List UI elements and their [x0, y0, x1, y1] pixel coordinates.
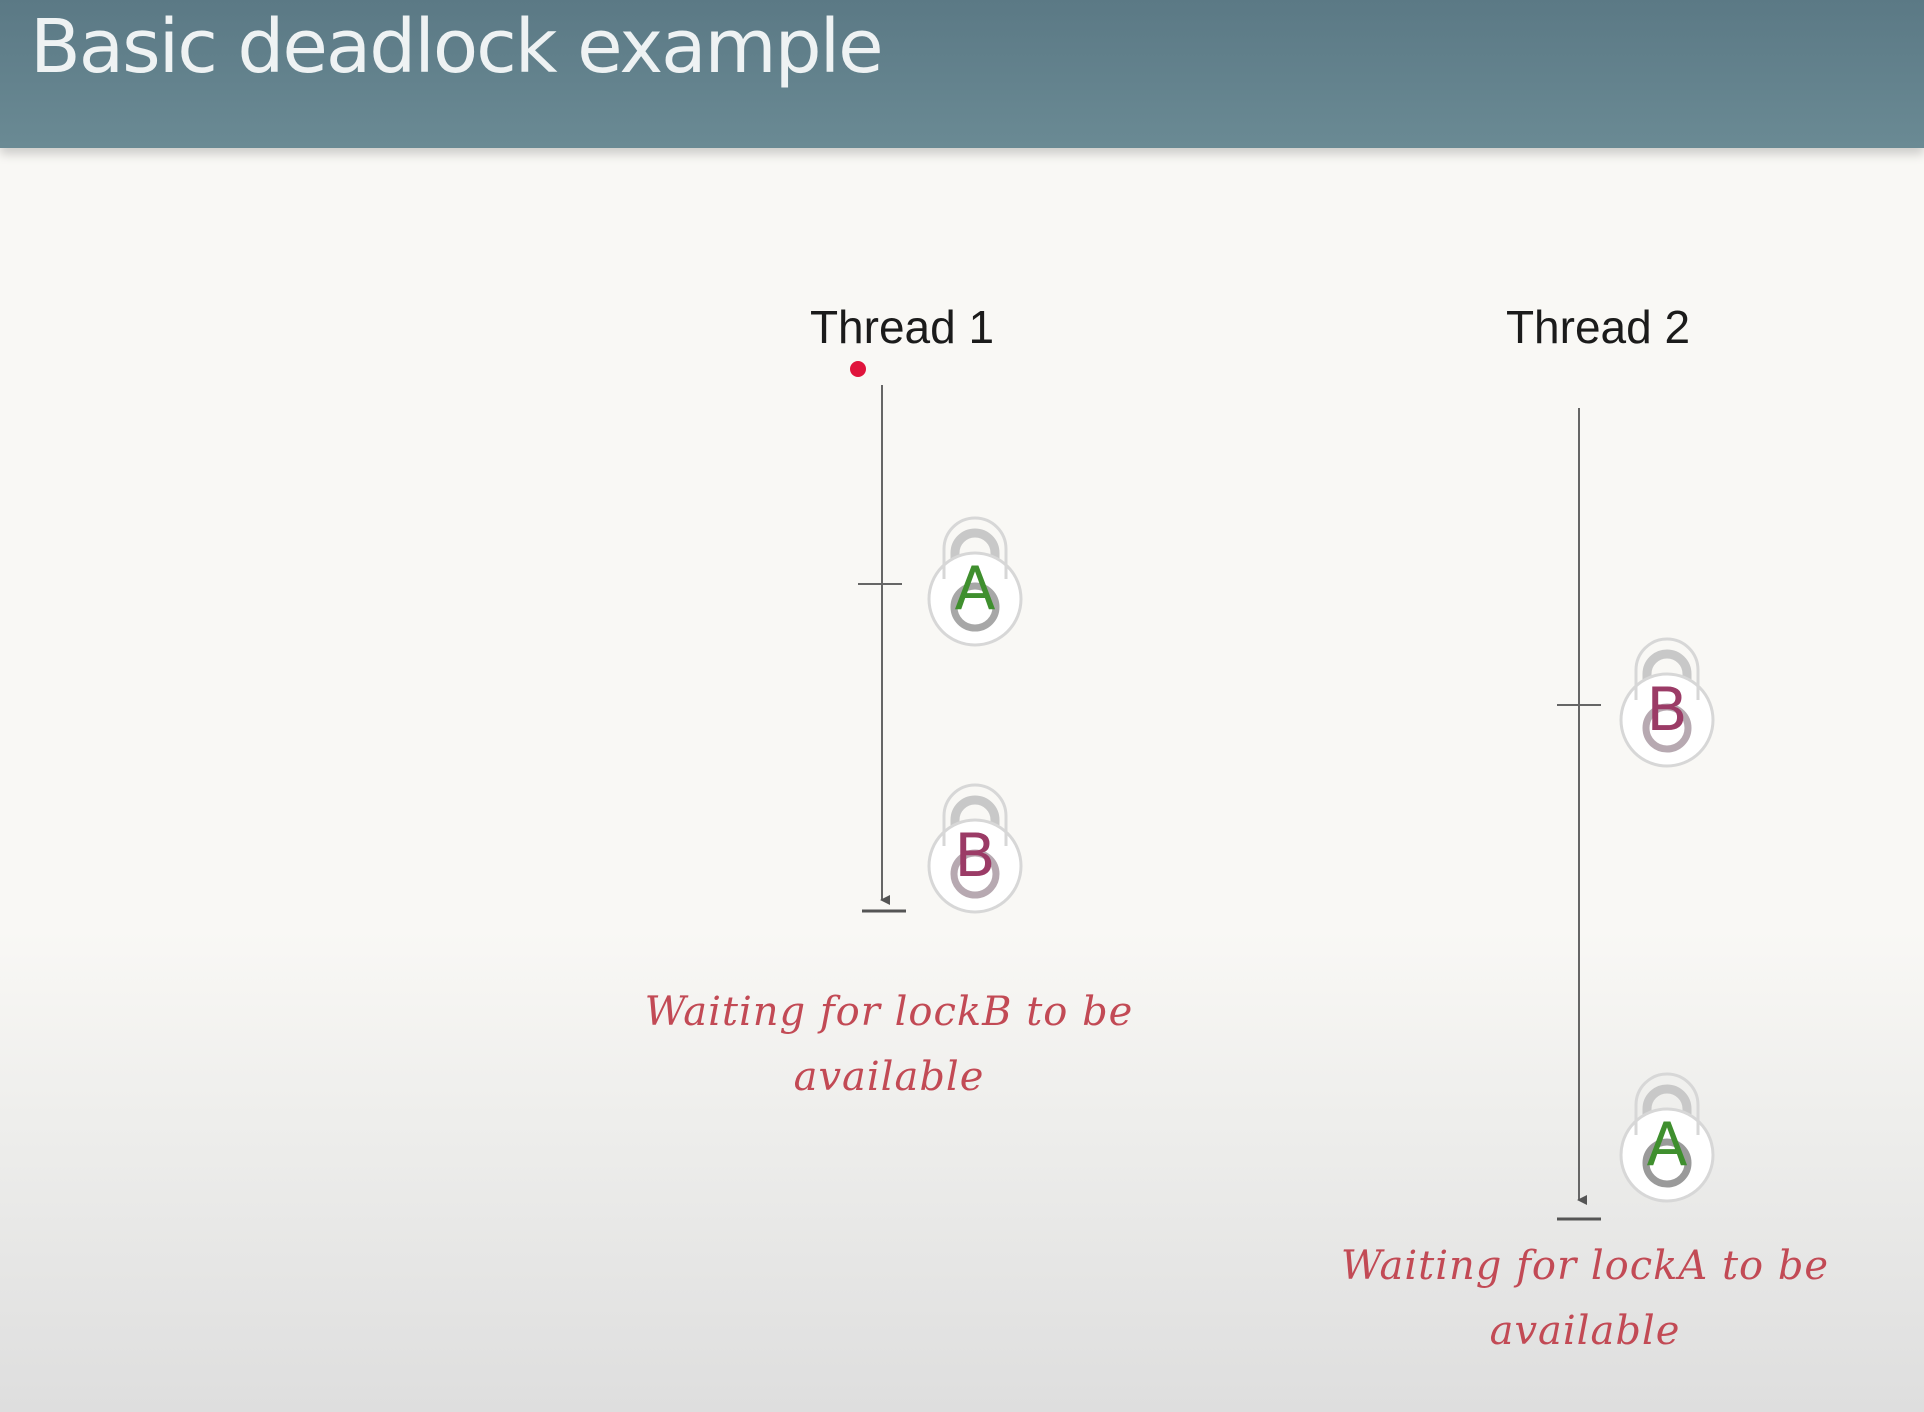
thread-1-label: Thread 1	[809, 301, 995, 353]
wait-note-line: available	[1489, 1308, 1681, 1354]
slide-header: Basic deadlock example	[0, 0, 1924, 148]
thread-1-lock-b-icon: B	[927, 783, 1023, 914]
pointer-dot	[850, 361, 866, 377]
thread-2-lock-b-icon: B	[1619, 637, 1715, 768]
lock-letter: A	[1646, 1110, 1687, 1180]
thread-2-lock-a-icon: A	[1619, 1072, 1715, 1203]
thread-1-wait-note: Waiting for lockB to be available	[609, 980, 1169, 1110]
lock-letter: A	[954, 554, 995, 624]
wait-note-line: Waiting for lockB to be	[644, 989, 1134, 1035]
lock-letter: B	[954, 821, 995, 891]
thread-2-wait-note: Waiting for lockA to be available	[1305, 1234, 1865, 1364]
wait-note-line: Waiting for lockA to be	[1340, 1243, 1830, 1289]
lock-letter: B	[1646, 675, 1687, 745]
wait-note-line: available	[793, 1054, 985, 1100]
thread-2-label: Thread 2	[1505, 301, 1691, 353]
thread-1-lock-a-icon: A	[927, 516, 1023, 647]
slide-title: Basic deadlock example	[30, 4, 884, 90]
